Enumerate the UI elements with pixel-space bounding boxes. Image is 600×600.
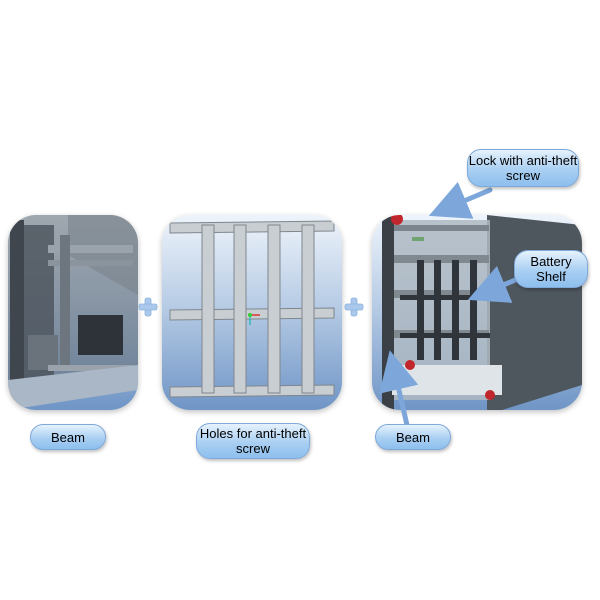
label-battery-shelf: Battery Shelf <box>514 250 588 288</box>
label-battery-shelf-text: Battery Shelf <box>530 254 572 284</box>
plus-icon <box>344 297 364 317</box>
frame-image-panel <box>162 215 342 410</box>
label-beam-left: Beam <box>30 424 106 450</box>
label-lock: Lock with anti-theft screw <box>467 149 579 187</box>
beam-illustration <box>8 215 138 410</box>
label-beam-right-text: Beam <box>396 429 430 445</box>
frame-illustration <box>169 220 335 398</box>
beam-image-panel <box>8 215 138 410</box>
cabinet-image-panel <box>372 215 582 410</box>
label-beam-right: Beam <box>375 424 451 450</box>
label-beam-left-text: Beam <box>51 429 85 445</box>
cabinet-illustration <box>382 215 582 410</box>
plus-icon <box>138 297 158 317</box>
label-lock-text: Lock with anti-theft screw <box>468 153 578 183</box>
label-holes: Holes for anti-theft screw <box>196 423 310 459</box>
label-holes-text: Holes for anti-theft screw <box>199 426 307 456</box>
